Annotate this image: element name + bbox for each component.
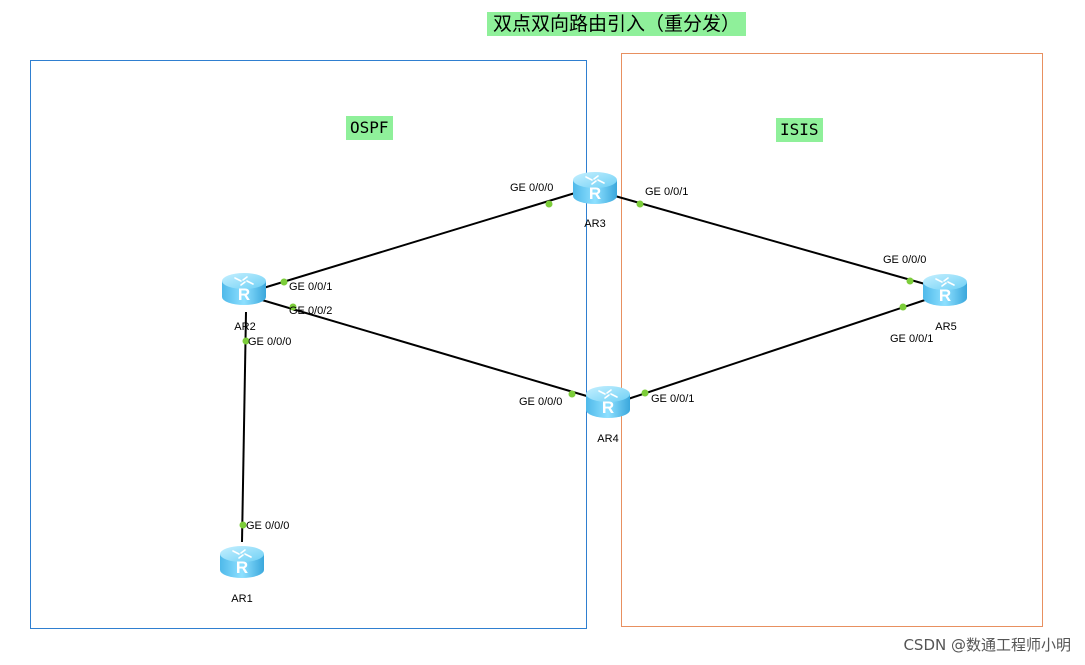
router-label-ar2: AR2 [234, 321, 255, 333]
port-label-ar3-ge001: GE 0/0/1 [645, 186, 688, 198]
isis-area-box [621, 53, 1043, 627]
link-ar2-ar4 [261, 299, 591, 398]
port-label-ar2-ge002: GE 0/0/2 [289, 305, 332, 317]
port-label-ar4-ge001: GE 0/0/1 [651, 393, 694, 405]
ospf-area-label: OSPF [346, 116, 393, 140]
router-icon[interactable] [219, 545, 265, 579]
port-label-ar5-ge001: GE 0/0/1 [890, 333, 933, 345]
router-icon[interactable] [922, 273, 968, 307]
router-icon[interactable] [585, 385, 631, 419]
port-label-ar2-ge001: GE 0/0/1 [289, 281, 332, 293]
port-dot [280, 278, 288, 286]
port-label-ar5-ge000: GE 0/0/0 [883, 254, 926, 266]
port-label-ar4-ge000: GE 0/0/0 [519, 396, 562, 408]
port-label-ar1-ge000: GE 0/0/0 [246, 520, 289, 532]
router-label-ar5: AR5 [935, 321, 956, 333]
router-icon[interactable] [572, 171, 618, 205]
link-ar2-ar3 [259, 192, 576, 290]
router-icon[interactable] [221, 272, 267, 306]
port-label-ar2-ge000: GE 0/0/0 [248, 336, 291, 348]
link-ar4-ar5 [627, 299, 926, 400]
port-label-ar3-ge000: GE 0/0/0 [510, 182, 553, 194]
link-ar3-ar5 [614, 195, 926, 285]
watermark: CSDN @数通工程师小明 [903, 636, 1071, 654]
port-dot [568, 390, 576, 398]
port-dot [641, 389, 649, 397]
diagram-title: 双点双向路由引入（重分发） [487, 12, 747, 36]
port-dot [899, 303, 907, 311]
port-dot [545, 200, 553, 208]
router-label-ar3: AR3 [584, 218, 605, 230]
port-dot [289, 303, 297, 311]
isis-area-label: ISIS [776, 118, 823, 142]
link-ar1-ar2 [241, 311, 247, 543]
router-label-ar1: AR1 [231, 593, 252, 605]
port-dot [906, 277, 914, 285]
ospf-area-box [30, 60, 587, 629]
port-dot [239, 521, 247, 529]
port-dot [636, 200, 644, 208]
port-dot [242, 337, 250, 345]
router-label-ar4: AR4 [597, 433, 618, 445]
